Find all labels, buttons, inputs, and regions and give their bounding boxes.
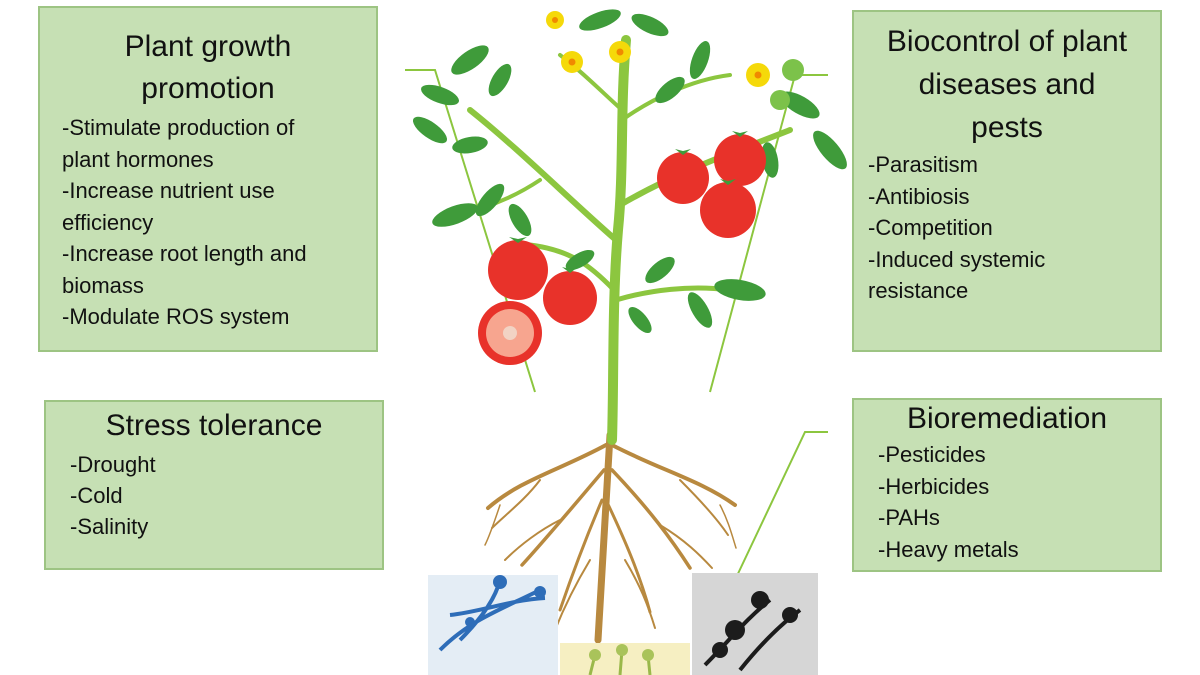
list-item: -Drought	[70, 452, 156, 477]
list-item: -Stimulate production of	[62, 115, 295, 140]
plant-growth-promotion-list: -Stimulate production of plant hormones …	[40, 110, 376, 333]
list-item: -Salinity	[70, 514, 149, 539]
list-item: efficiency	[62, 209, 154, 235]
biocontrol-list: -Parasitism -Antibiosis -Competition -In…	[854, 149, 1160, 307]
tomato	[488, 240, 548, 300]
green-tomatoes	[770, 59, 804, 110]
list-item: -PAHs	[878, 505, 940, 530]
list-item: -Increase root length and	[62, 241, 307, 266]
bioremediation-list: -Pesticides -Herbicides -PAHs -Heavy met…	[854, 437, 1160, 565]
list-item: -Induced systemic	[868, 246, 1046, 272]
list-item: -Herbicides	[878, 473, 990, 499]
stress-tolerance-title: Stress tolerance	[105, 409, 323, 442]
list-item: -Modulate ROS system	[62, 304, 290, 329]
list-item: -Competition	[868, 215, 993, 240]
plant-growth-promotion-title: Plant growth promotion	[124, 30, 292, 105]
stress-tolerance-list: -Drought -Cold -Salinity	[46, 447, 382, 542]
tomato	[700, 182, 756, 238]
list-item: resistance	[868, 278, 969, 303]
list-item: -Increase nutrient use	[62, 178, 275, 203]
tomatoes	[478, 131, 766, 365]
tomato	[543, 271, 597, 325]
list-item: -Pesticides	[878, 442, 986, 467]
leaves	[412, 9, 847, 334]
tomato	[714, 134, 766, 186]
microscopy-images	[428, 573, 818, 675]
stem	[453, 35, 793, 445]
list-item: biomass	[62, 272, 144, 298]
list-item: -Parasitism	[868, 152, 979, 177]
tomato	[657, 152, 709, 204]
bioremediation-box: Bioremediation -Pesticides -Herbicides -…	[852, 398, 1162, 572]
biocontrol-box: Biocontrol of plant diseases and pests -…	[852, 10, 1162, 352]
list-item: -Antibiosis	[868, 183, 970, 209]
list-item: plant hormones	[62, 146, 214, 172]
list-item: -Cold	[70, 483, 123, 508]
list-item: -Heavy metals	[878, 536, 1019, 562]
plant-growth-promotion-box: Plant growth promotion -Stimulate produc…	[38, 6, 378, 352]
biocontrol-title: Biocontrol of plant diseases and pests	[886, 25, 1128, 144]
connector-bioremediation	[734, 431, 828, 581]
stress-tolerance-box: Stress tolerance -Drought -Cold -Salinit…	[44, 400, 384, 570]
roots	[484, 431, 737, 644]
bioremediation-title: Bioremediation	[906, 402, 1108, 435]
